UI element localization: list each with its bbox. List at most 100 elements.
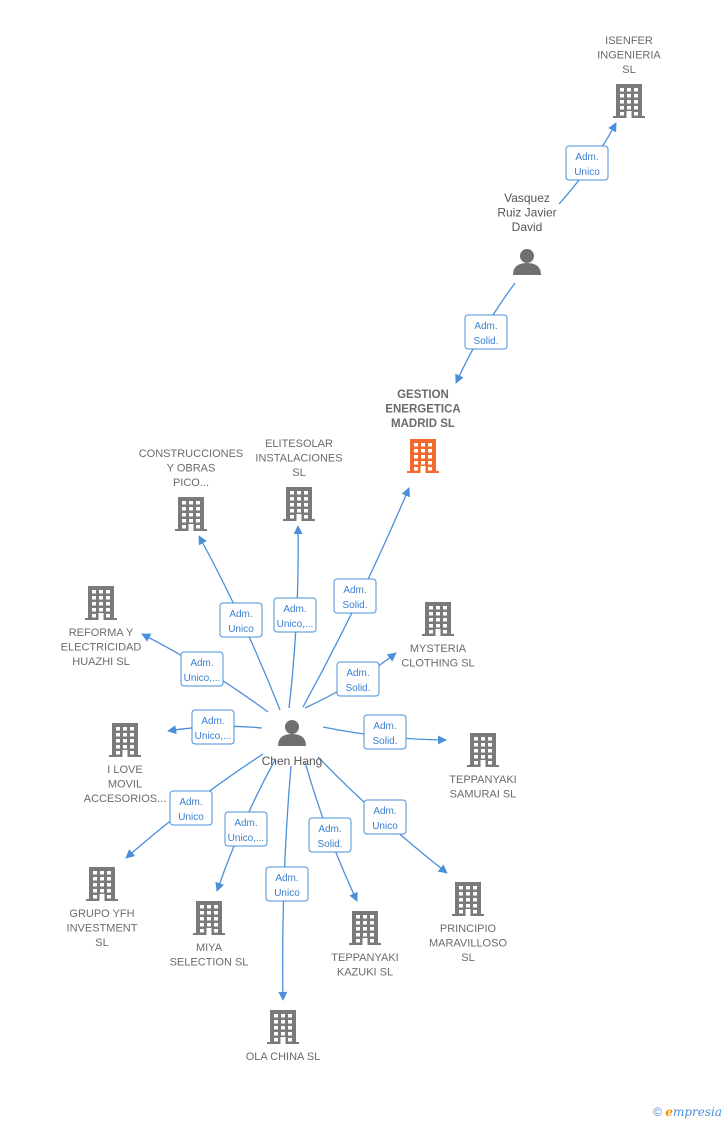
edge-label-box[interactable]: Adm.Unico [169,790,213,826]
node-label-line: TEPPANYAKI [449,774,516,786]
node-label-line: GRUPO YFH [69,908,134,920]
edge-chen-to-samurai: Adm.Solid. [322,714,447,750]
building-window [107,871,111,875]
edge-label-box[interactable]: Adm.Unico,... [224,811,268,847]
node-label-line: ENERGETICA [385,404,460,416]
building-window [182,507,186,511]
building-window [459,904,463,908]
building-window [363,927,367,931]
building-door [99,894,105,901]
edge-label-box[interactable]: Adm.Solid. [308,817,352,853]
node-chen[interactable]: Chen Hang [262,720,323,768]
building-window [627,100,631,104]
building-window [459,910,463,914]
building-window [627,88,631,92]
edge-label-box[interactable]: Adm.Unico,... [180,651,224,687]
building-window [106,596,110,600]
building-window [274,1020,278,1024]
building-window [370,927,374,931]
building-window [297,491,301,495]
edge-label-box[interactable]: Adm.Solid. [464,314,508,350]
node-label-line: MIYA [196,942,223,954]
edge-vasquez-to-isenfer: Adm.Unico [558,122,617,205]
edge-label-box[interactable]: Adm.Unico [565,145,609,181]
edge-label-frame [273,597,317,633]
edge-label-box[interactable]: Adm.Unico [265,866,309,902]
building-window [436,624,440,628]
edge-label-box[interactable]: Adm.Solid. [336,661,380,697]
building-door [206,928,212,935]
building-window [274,1026,278,1030]
person-head [520,249,534,263]
node-label-line: SL [461,952,474,964]
node-samurai[interactable]: TEPPANYAKI SAMURAI SL [449,733,517,801]
building-window [488,761,492,765]
node-label-line: David [512,220,543,234]
building-window [288,1014,292,1018]
building-window [200,929,204,933]
building-window [207,905,211,909]
building-window [443,630,447,634]
edge-label-line: Unico,... [184,673,221,684]
building-window [481,737,485,741]
edge-label-line: Adm. [373,721,396,732]
building-icon [407,439,439,473]
building-window [106,602,110,606]
building-window [473,904,477,908]
building-icon [467,733,499,767]
building-window [288,1026,292,1030]
building-window [93,877,97,881]
building-window [466,886,470,890]
edge-label-box[interactable]: Adm.Solid. [363,714,407,750]
edge-label-box[interactable]: Adm.Unico [363,799,407,835]
building-window [414,455,418,459]
building-window [99,602,103,606]
building-window [116,751,120,755]
building-window [107,889,111,893]
node-label-line: MARAVILLOSO [429,938,507,950]
node-ilove[interactable]: I LOVEMOVILACCESORIOS... [84,723,167,805]
edge-label-box[interactable]: Adm.Solid. [333,578,377,614]
edge-label-box[interactable]: Adm.Unico,... [191,709,235,745]
edge-label-box[interactable]: Adm.Unico,... [273,597,317,633]
building-window [627,106,631,110]
building-window [414,461,418,465]
building-window [443,612,447,616]
building-window [189,507,193,511]
building-window [473,910,477,914]
node-label-line: OLA CHINA SL [246,1051,321,1063]
node-olachina[interactable]: OLA CHINA SL [246,1010,321,1063]
building-window [634,88,638,92]
building-window [100,883,104,887]
node-label-line: CLOTHING SL [401,658,474,670]
node-label-line: SAMURAI SL [450,789,517,801]
building-window [421,449,425,453]
node-label-line: Y OBRAS [167,463,216,475]
brand-logo-text: mpresia [672,1105,722,1119]
building-window [182,513,186,517]
building-window [443,606,447,610]
building-window [290,503,294,507]
building-door [362,938,368,945]
edge-label-frame [265,866,309,902]
building-window [92,590,96,594]
building-window [207,911,211,915]
node-label-line: TEPPANYAKI [331,952,398,964]
building-window [182,525,186,529]
edge-label-line: Adm. [283,604,306,615]
edge-label-box[interactable]: Adm.Unico [219,602,263,638]
edge-vasquez-to-gestion: Adm.Solid. [455,282,516,384]
edge-label-line: Adm. [373,806,396,817]
